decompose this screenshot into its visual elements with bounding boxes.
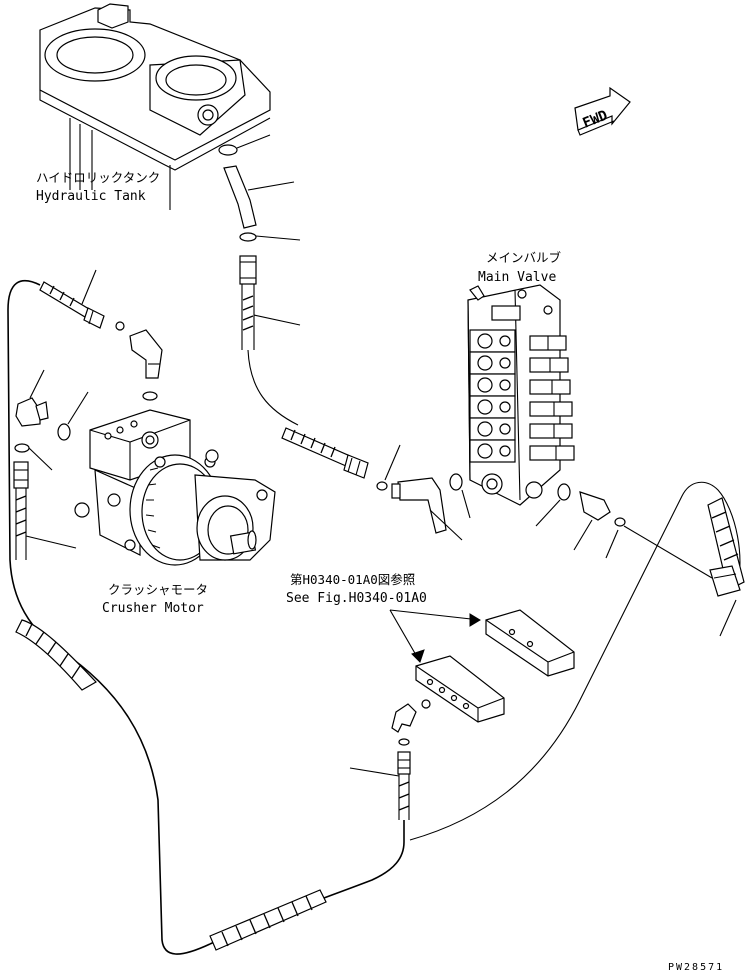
o-ring	[614, 517, 626, 527]
crusher-motor-label-en: Crusher Motor	[102, 601, 204, 616]
o-ring	[14, 443, 30, 453]
tank-suction-line	[218, 134, 471, 541]
o-ring	[557, 483, 571, 501]
o-ring	[376, 481, 388, 491]
valve-sections	[469, 329, 516, 463]
hydraulic-tank-label-en: Hydraulic Tank	[36, 189, 146, 204]
see-fig-label-en: See Fig.H0340-01A0	[286, 591, 427, 606]
manifold-hose	[349, 699, 431, 820]
hydraulic-tank	[39, 3, 271, 210]
main-valve-label-en: Main Valve	[478, 270, 556, 285]
motor-fittings	[13, 269, 163, 560]
o-ring	[449, 473, 463, 491]
valve-output-line	[409, 481, 745, 841]
o-ring	[142, 391, 158, 401]
main-valve	[467, 284, 575, 506]
main-valve-label-jp: メインバルブ	[486, 250, 562, 265]
valve-port-fittings	[529, 335, 575, 461]
return-hose-loop	[7, 280, 405, 955]
see-fig-label-jp: 第H0340-01A0図参照	[290, 572, 415, 587]
hydraulic-tank-label-jp: ハイドロリックタンク	[36, 170, 160, 185]
o-ring	[57, 423, 71, 441]
fwd-arrow-icon: FWD	[574, 86, 631, 136]
o-ring	[218, 144, 238, 156]
o-ring	[239, 232, 257, 242]
manifold-blocks	[389, 609, 575, 723]
o-ring	[398, 738, 410, 746]
o-ring	[115, 321, 125, 331]
o-ring	[421, 699, 431, 709]
crusher-motor	[74, 409, 276, 566]
drawing-number: PW28571	[668, 962, 724, 973]
crusher-motor-label-jp: クラッシャモータ	[108, 582, 208, 597]
